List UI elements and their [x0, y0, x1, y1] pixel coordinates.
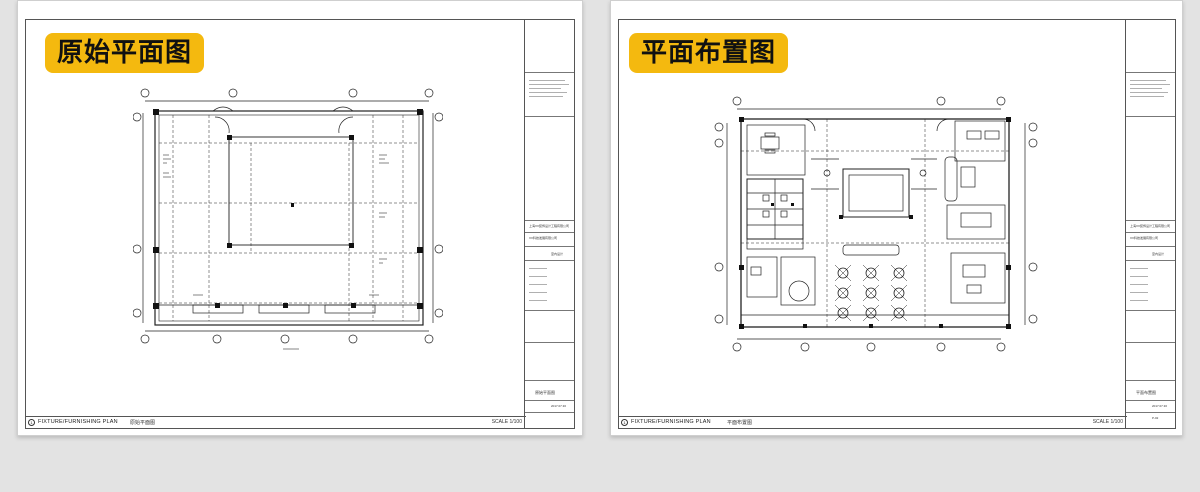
drawing-number: 1 [28, 419, 35, 426]
furnishing-floor-plan-svg [714, 96, 1038, 352]
drawing-scale: SCALE 1/100 [1092, 419, 1123, 425]
drawing-footer: 1 FIXTURE/FURNISHING PLAN 原始平面图 SCALE 1/… [26, 416, 526, 428]
drawing-title-cn: 平面布置图 [727, 420, 753, 426]
company-name: 上海XX装饰设计工程有限公司 [1130, 224, 1171, 228]
drawing-name: 原始平面图 [535, 390, 555, 395]
sheet-frame: 上海XX装饰设计工程有限公司 XX科技发展有限公司 室内设计 平面布置图 201… [618, 19, 1176, 429]
drawing-title: FIXTURE/FURNISHING PLAN [631, 419, 711, 425]
drawing-sheet-original: 上海XX装饰设计工程有限公司 XX科技发展有限公司 室内设计 原始平面图 201… [17, 0, 583, 436]
drawing-date: 2017.07.30 [1152, 404, 1168, 408]
client-name: XX科技发展有限公司 [1130, 236, 1159, 240]
original-floor-plan-svg [133, 88, 443, 350]
drawing-footer: 1 FIXTURE/FURNISHING PLAN 平面布置图 SCALE 1/… [619, 416, 1127, 428]
title-block: 上海XX装饰设计工程有限公司 XX科技发展有限公司 室内设计 平面布置图 201… [1125, 20, 1175, 428]
design-label: 室内设计 [551, 252, 564, 256]
drawing-sheet-layout: 上海XX装饰设计工程有限公司 XX科技发展有限公司 室内设计 平面布置图 201… [610, 0, 1183, 436]
client-name: XX科技发展有限公司 [529, 236, 558, 240]
drawing-title-cn: 原始平面图 [130, 420, 156, 426]
sheet-badge: 原始平面图 [45, 33, 205, 73]
drawing-name: 平面布置图 [1136, 390, 1156, 395]
furnishing-floor-plan [711, 93, 1041, 355]
design-label: 室内设计 [1152, 252, 1165, 256]
original-floor-plan [133, 73, 443, 363]
drawing-date: 2017.07.30 [551, 404, 567, 408]
drawing-scale: SCALE 1/100 [491, 419, 522, 425]
sheet-badge: 平面布置图 [629, 33, 789, 73]
drawing-title: FIXTURE/FURNISHING PLAN [38, 419, 118, 425]
sheet-frame: 上海XX装饰设计工程有限公司 XX科技发展有限公司 室内设计 原始平面图 201… [25, 19, 575, 429]
sheet-number: P-02 [1152, 416, 1159, 420]
drawing-number: 1 [621, 419, 628, 426]
company-name: 上海XX装饰设计工程有限公司 [529, 224, 570, 228]
title-block: 上海XX装饰设计工程有限公司 XX科技发展有限公司 室内设计 原始平面图 201… [524, 20, 574, 428]
